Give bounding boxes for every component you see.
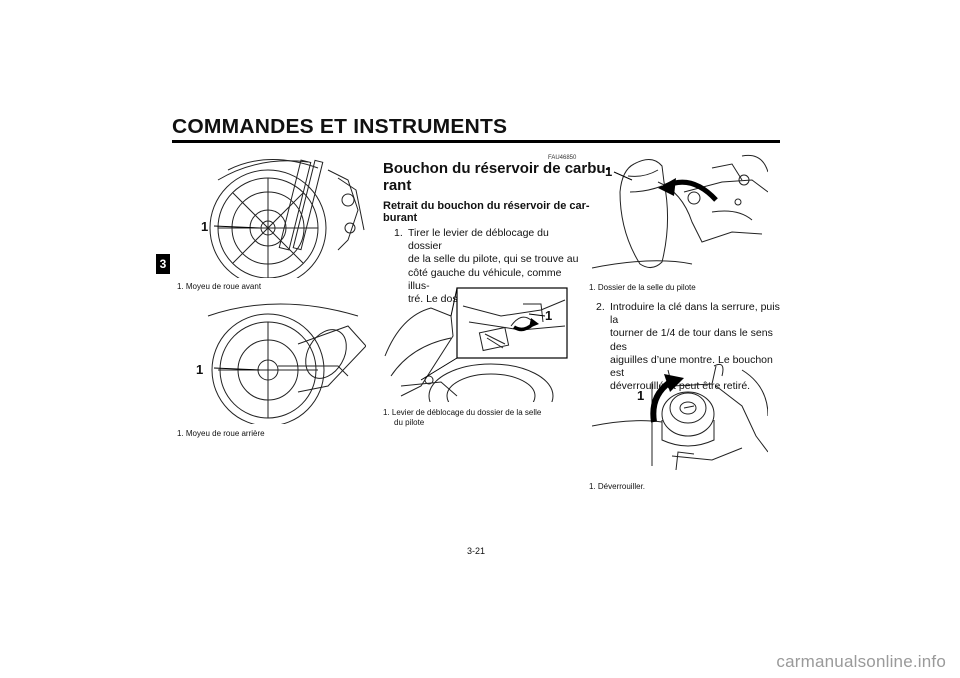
page-header-title: COMMANDES ET INSTRUMENTS <box>172 116 508 138</box>
rear-hub-callout: 1 <box>196 362 204 377</box>
step-text-line: tourner de 1/4 de tour dans le sens des <box>610 327 773 353</box>
rear-hub-caption: 1. Moyeu de roue arrière <box>177 429 265 438</box>
section-subheading: Retrait du bouchon du réservoir de car- … <box>383 200 590 224</box>
step-number: 1. <box>394 227 403 239</box>
front-hub-callout: 1 <box>201 219 209 234</box>
section-title: Bouchon du réservoir de carbu- rant <box>383 160 611 194</box>
list-item: 2. Introduire la clé dans la serrure, pu… <box>596 301 782 393</box>
chapter-tab: 3 <box>156 254 170 274</box>
step-text-line: Tirer le levier de déblocage du dossier <box>408 227 549 253</box>
page-number: 3-21 <box>467 546 486 556</box>
step-text-line: aiguilles d’une montre. Le bouchon est <box>610 353 773 380</box>
step-text-line: côté gauche du véhicule, comme illus- <box>408 266 562 292</box>
backrest-callout: 1 <box>605 164 613 179</box>
step-text-line: de la selle du pilote, qui se trouve au <box>408 253 579 266</box>
section-title-line1: Bouchon du réservoir de carbu- <box>383 160 611 177</box>
backrest-illustration <box>592 154 768 269</box>
section-subheading-line2: burant <box>383 212 418 224</box>
watermark[interactable]: carmanualsonline.info <box>776 652 946 671</box>
step-text-line: Introduire la clé dans la serrure, puis … <box>610 301 780 327</box>
backrest-lever-illustration <box>384 287 568 402</box>
backrest-caption: 1. Dossier de la selle du pilote <box>589 283 696 292</box>
rear-hub-illustration <box>207 303 366 424</box>
section-subheading-line1: Retrait du bouchon du réservoir de car- <box>383 200 590 212</box>
unlock-caption: 1. Déverrouiller. <box>589 482 646 491</box>
section-title-line2: rant <box>383 177 412 194</box>
front-hub-caption: 1. Moyeu de roue avant <box>177 282 262 291</box>
front-hub-illustration <box>209 159 365 278</box>
unlock-illustration <box>592 363 768 471</box>
unlock-callout: 1 <box>637 388 645 403</box>
backrest-lever-caption-line1: 1. Levier de déblocage du dossier de la … <box>383 408 542 417</box>
section-code: FAU46850 <box>548 155 577 161</box>
step-number: 2. <box>596 301 605 313</box>
step-2: 2. Introduire la clé dans la serrure, pu… <box>596 301 782 393</box>
backrest-lever-callout: 1 <box>545 308 553 323</box>
step-text-line: déverrouillé et peut être retiré. <box>610 380 751 393</box>
backrest-lever-caption-line2: du pilote <box>394 417 425 427</box>
backrest-lever-caption: 1. Levier de déblocage du dossier de la … <box>383 408 579 427</box>
header-rule <box>172 140 780 143</box>
